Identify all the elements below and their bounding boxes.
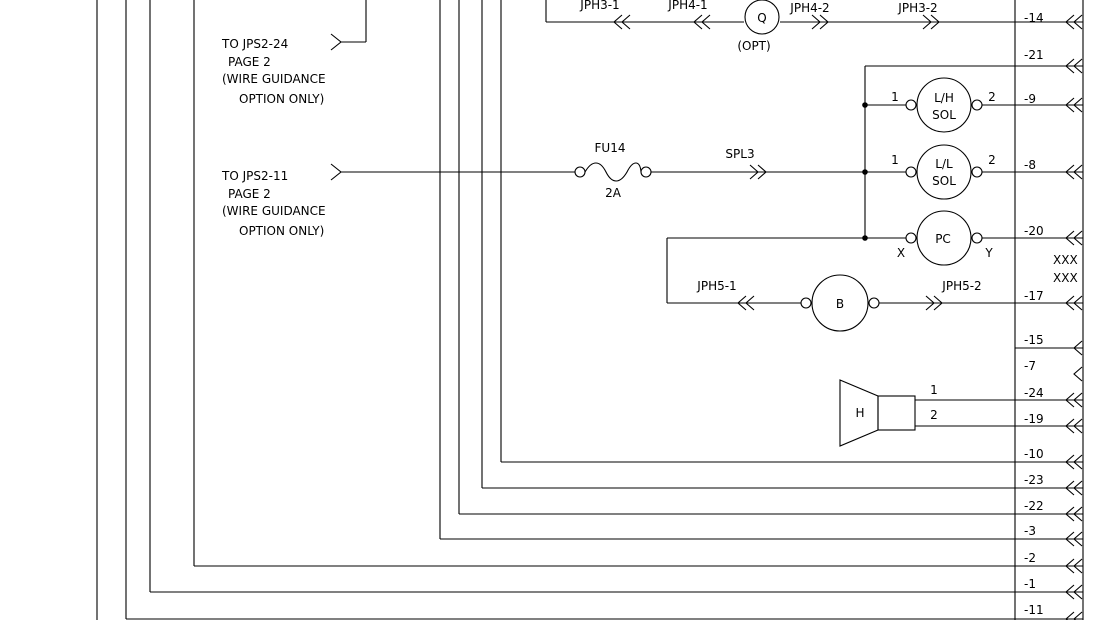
pin-label: -17 (1024, 289, 1044, 303)
note-jps2-24-line3: (WIRE GUIDANCE (222, 72, 326, 86)
lh-solenoid (905, 77, 1083, 133)
pin-label: -23 (1024, 473, 1044, 487)
lh-sol-line2: SOL (932, 108, 956, 122)
spl3-label: SPL3 (725, 147, 754, 161)
lh-sol-line1: L/H (934, 91, 954, 105)
pin-label: -2 (1024, 551, 1036, 565)
ll-sol-pin1: 1 (891, 153, 899, 167)
lh-sol-pin2: 2 (988, 90, 996, 104)
pin-label: -3 (1024, 524, 1036, 538)
b-label: B (836, 297, 844, 311)
b-circuit (666, 238, 1083, 332)
pc-pin-x: X (897, 246, 905, 260)
q-opt-note: (OPT) (737, 39, 770, 53)
jps2-11-connector (330, 163, 342, 181)
pin-labels: -14 -21 -9 -8 -20 -17 -15 -7 -24 -19 -10… (1024, 11, 1044, 617)
connector-chevrons (1065, 14, 1083, 620)
jph3-2-label: JPH3-2 (897, 1, 937, 15)
pin-label: -11 (1024, 603, 1044, 617)
jph5-1-label: JPH5-1 (696, 279, 736, 293)
lh-sol-pin1: 1 (891, 90, 899, 104)
note-jps2-24-line2: PAGE 2 (228, 55, 271, 69)
jph3-1-label: JPH3-1 (579, 0, 619, 12)
ll-sol-pin2: 2 (988, 153, 996, 167)
horn-pin2: 2 (930, 408, 938, 422)
horn-pin1: 1 (930, 383, 938, 397)
pin-note-line2: XXX (1053, 271, 1078, 285)
pin-label: -22 (1024, 499, 1044, 513)
pin-label: -10 (1024, 447, 1044, 461)
wire-14-circuit (546, 0, 1083, 35)
note-jps2-11-line3: (WIRE GUIDANCE (222, 204, 326, 218)
ll-sol-line2: SOL (932, 174, 956, 188)
pin-note-line1: XXX (1053, 253, 1078, 267)
horn-component (839, 379, 1083, 447)
jph4-1-label: JPH4-1 (667, 0, 707, 12)
pc-label: PC (935, 232, 951, 246)
pin-label: -1 (1024, 577, 1036, 591)
note-jps2-24-line1: TO JPS2-24 (221, 37, 288, 51)
pin-label: -21 (1024, 48, 1044, 62)
pin-label: -19 (1024, 412, 1044, 426)
note-jps2-11-line2: PAGE 2 (228, 187, 271, 201)
return-wires (125, 0, 1083, 620)
horn-label: H (855, 406, 864, 420)
q-component (744, 0, 780, 35)
jps2-24-connector (330, 0, 367, 51)
fuse-label: FU14 (595, 141, 626, 155)
fuse-circuit (341, 162, 906, 182)
note-jps2-24-line4: OPTION ONLY) (239, 92, 324, 106)
pin-label: -7 (1024, 359, 1036, 373)
jph4-2-label: JPH4-2 (789, 1, 829, 15)
jph5-2-label: JPH5-2 (941, 279, 981, 293)
pin-label: -15 (1024, 333, 1044, 347)
b-component (811, 274, 869, 332)
ll-sol-line1: L/L (935, 157, 953, 171)
note-jps2-11-line1: TO JPS2-11 (221, 169, 288, 183)
note-jps2-11-line4: OPTION ONLY) (239, 224, 324, 238)
pin-label: -8 (1024, 158, 1036, 172)
pc-pin-y: Y (984, 246, 993, 260)
pin-label: -20 (1024, 224, 1044, 238)
fuse-rating: 2A (605, 186, 622, 200)
pin-label: -24 (1024, 386, 1044, 400)
q-label: Q (757, 11, 766, 25)
pin-label: -14 (1024, 11, 1044, 25)
fuse-symbol (584, 162, 642, 182)
pin-label: -9 (1024, 92, 1036, 106)
supply-bus (667, 65, 1083, 241)
